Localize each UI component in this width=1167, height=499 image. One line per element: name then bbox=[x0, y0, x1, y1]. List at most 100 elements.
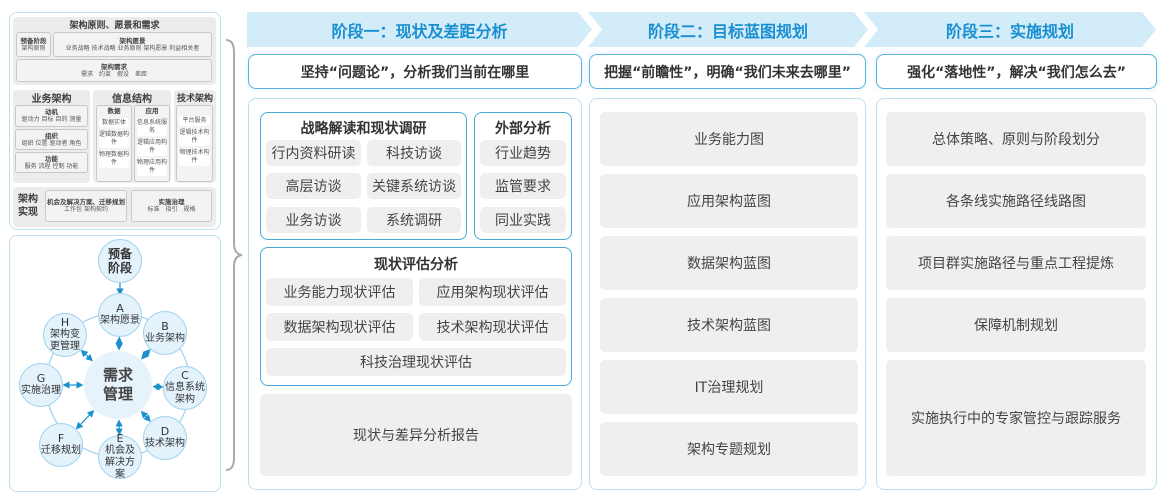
group-title: 外部分析 bbox=[495, 121, 551, 137]
external-item: 监管要求 bbox=[480, 173, 566, 199]
node-label: 实施治理 bbox=[21, 385, 61, 396]
stage-3-subtitle: 强化“落地性”，解决“我们怎么去” bbox=[876, 54, 1157, 89]
box-text: 工作包 架构契约 bbox=[64, 206, 108, 213]
stage-2-item: 业务能力图 bbox=[600, 112, 858, 166]
bracket bbox=[225, 39, 243, 471]
prelim-box-text: 架构原则 bbox=[21, 44, 46, 52]
vision-box: 架构愿景业务战略 技术战略 业务原则 架构愿景 利益相关者 bbox=[53, 32, 212, 57]
node-letter: B bbox=[161, 320, 169, 333]
leaf: 逻辑数据构件 bbox=[99, 130, 130, 148]
principles-title: 架构原则、愿景和需求 bbox=[69, 21, 160, 31]
node-letter: C bbox=[181, 369, 189, 382]
leaf: 逻辑应用构件 bbox=[137, 138, 168, 156]
stage-2-subtitle: 把握“前瞻性”，明确“我们未来去哪里” bbox=[589, 54, 866, 89]
tech-column: 平台服务 逻辑技术构件 物理技术构件 bbox=[176, 105, 213, 182]
requirements-box: 架构需求需求 约束 假设 差距 bbox=[16, 59, 212, 82]
column-title: 应用 bbox=[145, 107, 159, 115]
external-item: 行业趋势 bbox=[480, 140, 566, 166]
assessment-item: 数据架构现状评估 bbox=[266, 313, 413, 341]
stage-3-item: 项目群实施路径与重点工程提炼 bbox=[886, 236, 1146, 290]
business-title: 业务架构 bbox=[31, 94, 72, 105]
tech-title: 技术架构 bbox=[176, 94, 213, 104]
requirements-box-text: 需求 约束 假设 差距 bbox=[80, 70, 147, 78]
stage-2-item: 技术架构蓝图 bbox=[600, 298, 858, 352]
bidirectional-arrow bbox=[75, 409, 95, 430]
stage-3-item: 保障机制规划 bbox=[886, 298, 1146, 352]
node-letter: A bbox=[116, 302, 124, 315]
data-column: 数据 数据实体 逻辑数据构件 物理数据构件 bbox=[96, 105, 132, 182]
stage-2-item: 架构专题规划 bbox=[600, 422, 858, 476]
center-label: 需求管理 bbox=[102, 366, 133, 403]
stage-3-item: 总体策略、原则与阶段划分 bbox=[886, 112, 1146, 166]
assessment-item: 科技治理现状评估 bbox=[266, 348, 566, 376]
stage-2-item: IT治理规划 bbox=[600, 360, 858, 414]
vision-box-title: 架构愿景 bbox=[119, 36, 146, 45]
stage-title: 阶段三：实施规划 bbox=[945, 21, 1074, 41]
assessment-item: 应用架构现状评估 bbox=[419, 278, 566, 306]
cycle-node-prelim: 预备阶段 bbox=[98, 239, 142, 283]
box-title: 机会及解决方案、迁移规划 bbox=[47, 198, 125, 206]
leaf: 逻辑技术构件 bbox=[179, 128, 210, 146]
research-item: 业务访谈 bbox=[266, 207, 361, 233]
external-item: 同业实践 bbox=[480, 207, 566, 233]
bidirectional-arrow bbox=[140, 410, 151, 422]
stage-3-item: 各条线实施路径线路图 bbox=[886, 174, 1146, 228]
organization-box: 组织组织 位置 驱动者 角色 bbox=[15, 129, 88, 150]
requirements-box-title: 架构需求 bbox=[101, 62, 127, 71]
leaf: 物理数据构件 bbox=[99, 150, 130, 168]
box-title: 动机 bbox=[45, 108, 58, 116]
box-text: 组织 位置 驱动者 角色 bbox=[21, 139, 82, 147]
box-title: 功能 bbox=[45, 154, 58, 163]
research-item: 科技访谈 bbox=[367, 140, 461, 166]
bidirectional-arrow bbox=[80, 349, 93, 362]
node-letter: F bbox=[57, 432, 65, 445]
node-label: 业务架构 bbox=[145, 333, 185, 344]
stage-2-item: 应用架构蓝图 bbox=[600, 174, 858, 228]
vision-box-text: 业务战略 技术战略 业务原则 架构愿景 利益相关者 bbox=[65, 44, 200, 52]
opportunities-box: 机会及解决方案、迁移规划工作包 架构契约 bbox=[45, 190, 127, 222]
stage-3-header: 阶段三：实施规划 bbox=[864, 12, 1156, 47]
function-box: 功能服务 流程 控制 功能 bbox=[15, 152, 88, 173]
stage-3-item: 实施执行中的专家管控与跟踪服务 bbox=[886, 360, 1146, 476]
prelim-box-title: 预备阶段 bbox=[20, 36, 47, 45]
stage-1-subtitle: 坚持“问题论”，分析我们当前在哪里 bbox=[248, 54, 582, 89]
box-text: 标准 指引 规格 bbox=[147, 206, 196, 213]
leaf: 平台服务 bbox=[179, 116, 210, 126]
leaf: 物理技术构件 bbox=[179, 148, 210, 166]
research-item: 系统调研 bbox=[367, 207, 461, 233]
assessment-item: 业务能力现状评估 bbox=[266, 278, 413, 306]
node-label: 架构变更管理 bbox=[50, 329, 80, 352]
node-letter: E bbox=[116, 432, 124, 445]
stage-2-header: 阶段二：目标蓝图规划 bbox=[588, 12, 868, 47]
app-column: 应用 信息系统服务 逻辑应用构件 物理应用构件 bbox=[134, 105, 170, 182]
governance-box: 实施治理标准 指引 规格 bbox=[131, 190, 212, 222]
node-letter: H bbox=[60, 316, 70, 329]
research-item: 高层访谈 bbox=[266, 173, 361, 199]
box-title: 实施治理 bbox=[158, 198, 185, 206]
leaf: 数据实体 bbox=[99, 118, 129, 128]
node-label: 机会及解决方案 bbox=[105, 445, 135, 480]
stage-2-item: 数据架构蓝图 bbox=[600, 236, 858, 290]
research-item: 关键系统访谈 bbox=[367, 173, 461, 199]
node-letter: G bbox=[36, 372, 46, 385]
stage-1-header: 阶段一：现状及差距分析 bbox=[247, 12, 592, 47]
assessment-item: 技术架构现状评估 bbox=[419, 313, 566, 341]
node-label: 架构愿景 bbox=[100, 315, 140, 326]
node-label: 信息系统架构 bbox=[165, 382, 205, 405]
leaf: 信息系统服务 bbox=[137, 118, 168, 136]
bidirectional-arrow bbox=[141, 348, 151, 360]
cycle-center-requirements: 需求管理 bbox=[84, 351, 152, 419]
prelim-label: 预备阶段 bbox=[107, 247, 132, 275]
implementation-title: 架构实现 bbox=[18, 194, 38, 218]
node-label: 迁移规划 bbox=[41, 445, 81, 456]
node-label: 技术架构 bbox=[145, 438, 185, 449]
box-title: 组织 bbox=[45, 131, 58, 140]
group-title: 战略解读和现状调研 bbox=[300, 121, 427, 137]
